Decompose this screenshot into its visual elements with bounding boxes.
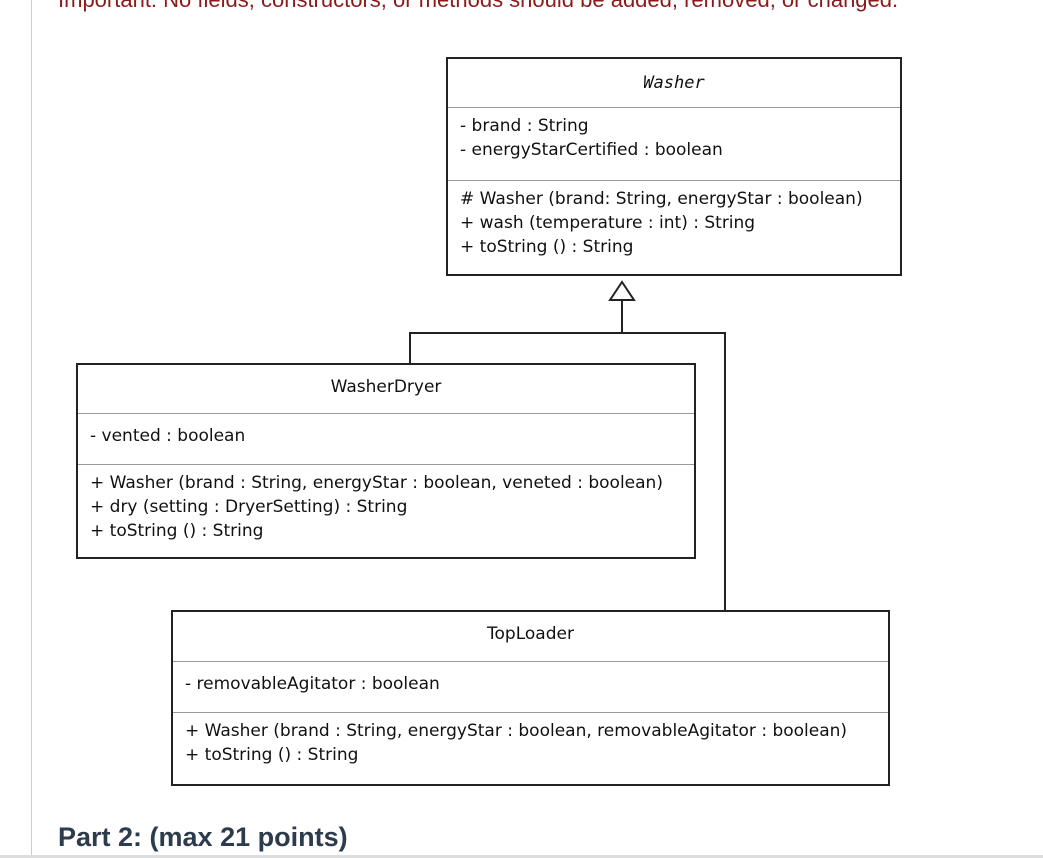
method: + dry (setting : DryerSetting) : String [90, 497, 408, 517]
attribute: - removableAgitator : boolean [185, 674, 440, 694]
connector-washerdryer [409, 332, 726, 610]
attributes: - vented : boolean [78, 413, 694, 464]
attribute: - brand : String [460, 116, 589, 136]
class-title: TopLoader [487, 624, 574, 644]
class-washer: Washer - brand : String - energyStarCert… [446, 57, 902, 276]
method: + wash (temperature : int) : String [460, 213, 756, 233]
attribute: - energyStarCertified : boolean [460, 140, 723, 160]
method: + toString () : String [185, 745, 359, 765]
class-washerdryer: WasherDryer - vented : boolean + Washer … [76, 363, 696, 559]
divider [0, 855, 1043, 858]
attribute: - vented : boolean [90, 426, 246, 446]
class-title: Washer [643, 73, 705, 93]
methods: + Washer (brand : String, energyStar : b… [78, 464, 694, 549]
method: + toString () : String [90, 521, 264, 541]
attributes: - removableAgitator : boolean [173, 661, 888, 712]
method: # Washer (brand: String, energyStar : bo… [460, 189, 863, 209]
method: + toString () : String [460, 237, 634, 257]
methods: # Washer (brand: String, energyStar : bo… [448, 180, 900, 265]
method: + Washer (brand : String, energyStar : b… [185, 721, 848, 741]
method: + Washer (brand : String, energyStar : b… [90, 473, 663, 493]
class-title: WasherDryer [330, 377, 442, 397]
warning-text: Important: No fields, constructors, or m… [58, 0, 898, 13]
part-heading: Part 2: (max 21 points) [58, 822, 348, 852]
methods: + Washer (brand : String, energyStar : b… [173, 712, 888, 773]
attributes: - brand : String - energyStarCertified :… [448, 107, 900, 180]
inheritance-arrow-icon [608, 280, 636, 301]
class-toploader: TopLoader - removableAgitator : boolean … [171, 610, 890, 786]
page-left-border [31, 0, 32, 858]
